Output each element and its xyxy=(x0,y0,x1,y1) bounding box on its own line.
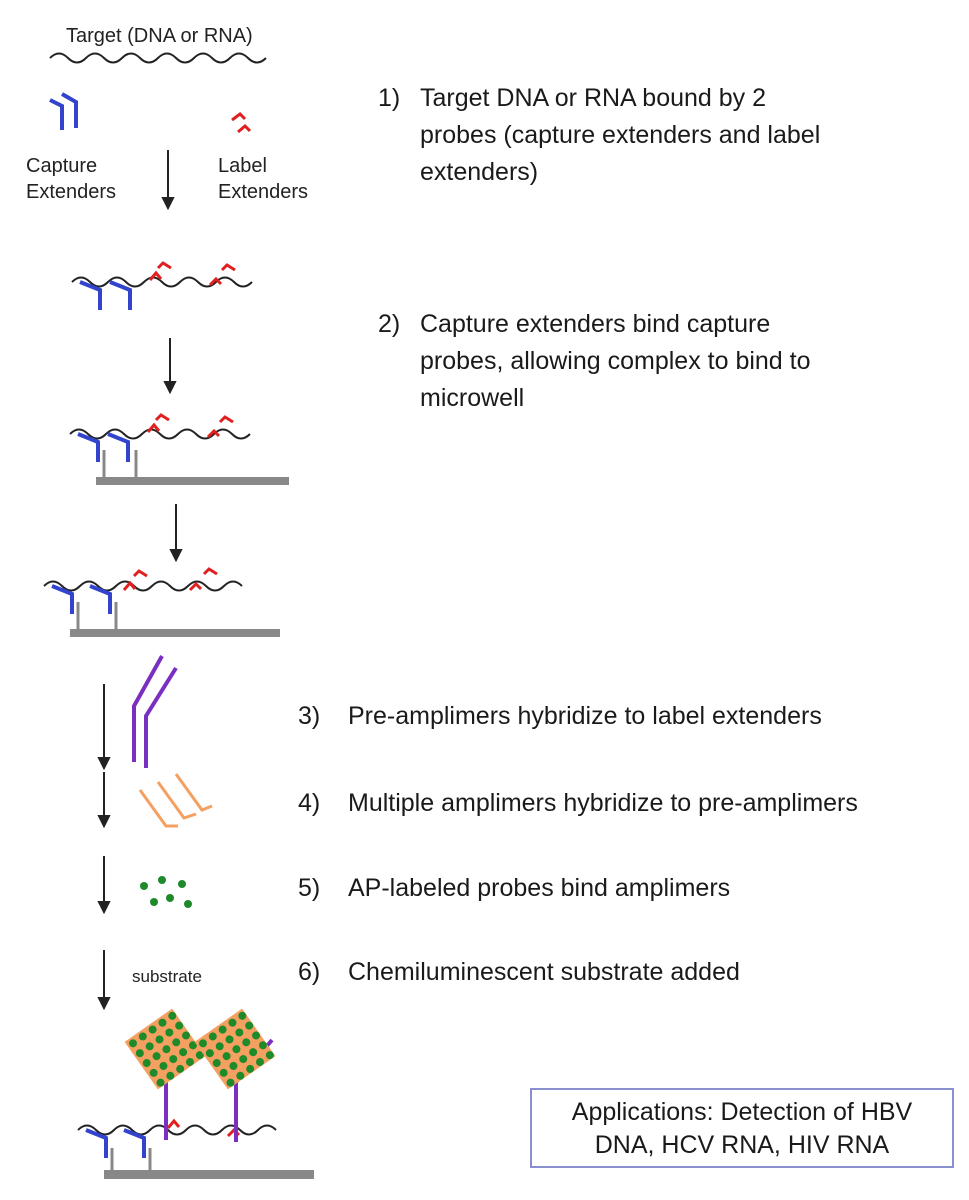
step-5-number: 5) xyxy=(298,874,321,902)
step-2-number: 2) xyxy=(378,310,401,338)
arrow-1 xyxy=(161,150,175,211)
step-5: 5) AP-labeled probes bind amplimers xyxy=(298,870,958,907)
arrow-4 xyxy=(97,684,111,771)
target-strand xyxy=(49,52,267,64)
step-4-number: 4) xyxy=(298,789,321,817)
step-2-line-2: probes, allowing complex to bind to xyxy=(420,347,811,375)
step-6-number: 6) xyxy=(298,958,321,986)
label-extenders-label-line2: Extenders xyxy=(218,181,308,203)
step-4-line-1: Multiple amplimers hybridize to pre-ampl… xyxy=(348,789,858,817)
step-1-line-1: Target DNA or RNA bound by 2 xyxy=(420,84,767,112)
step-3-number: 3) xyxy=(298,702,321,730)
microwell-2 xyxy=(70,629,280,637)
step-4: 4) Multiple amplimers hybridize to pre-a… xyxy=(298,785,958,822)
complex-3 xyxy=(43,567,280,637)
capture-extenders-label-line2: Extenders xyxy=(26,181,116,203)
amplifier-lattice-left xyxy=(124,1008,206,1090)
arrow-5 xyxy=(97,772,111,829)
applications-box: Applications: Detection of HBV DNA, HCV … xyxy=(530,1088,954,1168)
step-2-line-1: Capture extenders bind capture xyxy=(420,310,771,338)
amplimers-icon xyxy=(138,773,213,828)
substrate-label: substrate xyxy=(132,967,202,986)
label-extenders-label-line1: Label xyxy=(218,155,267,177)
amplifier-lattice-right xyxy=(194,1008,276,1090)
label-extenders-icon xyxy=(231,112,252,134)
ap-probes-icon xyxy=(140,876,192,908)
complex-2 xyxy=(69,413,289,485)
step-1-line-2: probes (capture extenders and label xyxy=(420,121,821,149)
step-6-line-1: Chemiluminescent substrate added xyxy=(348,958,740,986)
step-6: 6) Chemiluminescent substrate added xyxy=(298,954,958,991)
microwell-3 xyxy=(104,1170,314,1179)
arrow-6 xyxy=(97,856,111,915)
step-1-line-3: extenders) xyxy=(420,158,539,186)
applications-line-1: Applications: Detection of HBV xyxy=(571,1098,913,1126)
step-3-line-1: Pre-amplimers hybridize to label extende… xyxy=(348,702,822,730)
step-5-line-1: AP-labeled probes bind amplimers xyxy=(348,874,731,902)
target-label: Target (DNA or RNA) xyxy=(66,25,253,47)
arrow-2 xyxy=(163,338,177,395)
step-3: 3) Pre-amplimers hybridize to label exte… xyxy=(298,698,958,735)
step-2: 2) Capture extenders bind capture probes… xyxy=(378,306,938,418)
applications-line-2: DNA, HCV RNA, HIV RNA xyxy=(594,1131,890,1159)
step-1-number: 1) xyxy=(378,84,401,112)
pre-amplimers-icon xyxy=(132,655,178,768)
final-complex xyxy=(77,1008,314,1179)
capture-extenders-icon xyxy=(49,92,78,130)
capture-extenders-label-line1: Capture xyxy=(26,155,97,177)
step-2-line-3: microwell xyxy=(420,384,525,412)
complex-1 xyxy=(71,261,253,310)
step-1: 1) Target DNA or RNA bound by 2 probes (… xyxy=(378,80,938,192)
arrow-3 xyxy=(169,504,183,563)
microwell-1 xyxy=(96,477,289,485)
arrow-7 xyxy=(97,950,111,1011)
